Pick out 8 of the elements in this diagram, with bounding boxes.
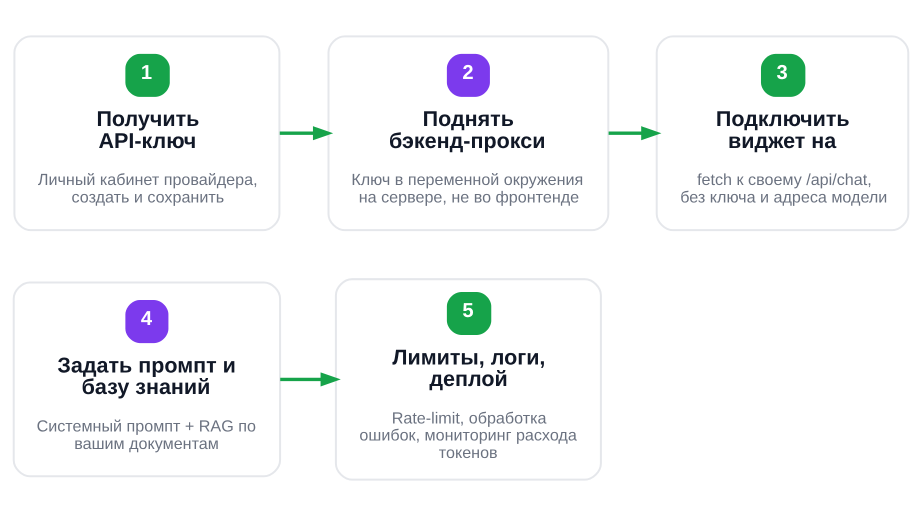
node-box: 2 Поднять бэкенд-прокси Ключ в переменной окружения на сервере, не во фронтенде xyxy=(328,35,610,232)
arrow xyxy=(280,126,334,140)
node-box: 1 Получить API-ключ Личный кабинет провайдера, создать и сохранить xyxy=(13,35,280,232)
arrow xyxy=(280,372,341,386)
arrow xyxy=(608,126,662,140)
node-box: 4 Задать промпт и базу знаний Системный промпт + RAG по вашим документам xyxy=(12,282,282,478)
node-box: 3 Подключить виджет на fetch к своему /api/chat, без ключа и адреса модели xyxy=(656,35,910,232)
node-box: 5 Лимиты, логи, деплой Rate-limit, обработка ошибок, мониторинг расхода токенов xyxy=(334,278,602,481)
